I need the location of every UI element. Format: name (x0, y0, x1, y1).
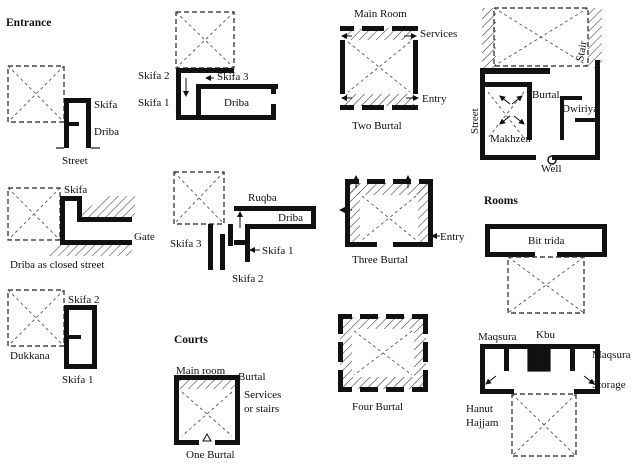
label-skifa-a: Skifa (94, 99, 117, 111)
label-hanut: Hanut (466, 403, 493, 415)
label-four-burtal: Four Burtal (352, 401, 403, 413)
court-one-burtal (174, 375, 240, 445)
entrance-plan-d (175, 11, 278, 120)
label-skifa-2-e: Skifa 2 (232, 273, 263, 285)
label-skifa-1-d: Skifa 1 (138, 97, 169, 109)
label-two-burtal: Two Burtal (352, 120, 402, 132)
house-plan (480, 7, 602, 165)
label-maqsura-left: Maqsura (478, 331, 517, 343)
label-bit-trida: Bit trida (528, 235, 564, 247)
label-one-burtal: One Burtal (186, 449, 235, 461)
label-driba-closed-street: Driba as closed street (10, 259, 104, 271)
heading-courts: Courts (174, 334, 208, 346)
label-entry-g: Entry (422, 93, 447, 105)
label-burtal-f: Burtal (238, 371, 266, 383)
entrance-plan-e (173, 171, 316, 270)
room-bit-trida (485, 224, 607, 314)
label-street-i: Street (469, 108, 481, 134)
label-stair: Stair (574, 40, 589, 63)
entrance-plan-c (7, 289, 97, 369)
label-dukkana: Dukkana (10, 350, 50, 362)
label-dwiriya: Dwiriya (562, 103, 598, 115)
label-three-burtal: Three Burtal (352, 254, 408, 266)
room-maqsura (480, 344, 600, 457)
label-street-a: Street (62, 155, 88, 167)
label-entry-h: Entry (440, 231, 465, 243)
label-gate: Gate (134, 231, 155, 243)
heading-rooms: Rooms (484, 195, 518, 207)
label-ruqba: Ruqba (248, 192, 277, 204)
label-skifa-2-c: Skifa 2 (68, 294, 99, 306)
label-skifa-b: Skifa (64, 184, 87, 196)
label-driba-e: Driba (278, 212, 303, 224)
entrance-plan-b (7, 187, 135, 256)
label-burtal-i: Burtal (532, 89, 560, 101)
label-kbu: Kbu (536, 329, 555, 341)
label-hajjam: Hajjam (466, 417, 499, 429)
label-skifa-2-d: Skifa 2 (138, 70, 169, 82)
label-main-room-g: Main Room (354, 8, 407, 20)
heading-entrance: Entrance (6, 17, 51, 29)
label-or-stairs: or stairs (244, 403, 279, 415)
label-skifa-1-c: Skifa 1 (62, 374, 93, 386)
entrance-plan-a (7, 65, 100, 149)
label-skifa-3-e: Skifa 3 (170, 238, 202, 250)
label-storage: Storage (592, 379, 626, 391)
label-skifa-1-e: Skifa 1 (262, 245, 293, 257)
label-driba-a: Driba (94, 126, 119, 138)
label-skifa-3-d: Skifa 3 (217, 71, 249, 83)
court-three-burtal (339, 175, 440, 247)
court-two-burtal (340, 26, 419, 110)
court-four-burtal (338, 314, 428, 392)
label-maqsura-right: Maqsura (592, 349, 631, 361)
label-driba-d: Driba (224, 97, 249, 109)
label-services-f: Services (244, 389, 281, 401)
label-makhzen: Makhzen (490, 133, 531, 145)
label-services-g: Services (420, 28, 457, 40)
label-well: Well (541, 163, 562, 175)
label-main-room-f: Main room (176, 365, 226, 377)
